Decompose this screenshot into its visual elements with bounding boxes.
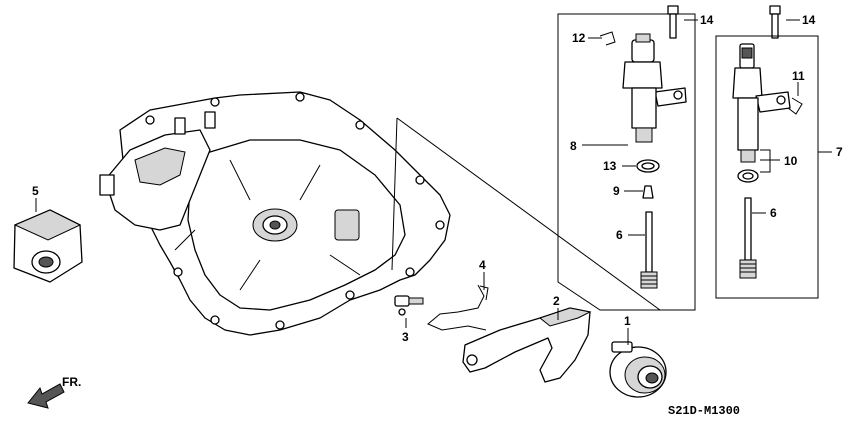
part-6-pinion-shaft-a [640,211,658,289]
part-6-pinion-shaft-b [739,197,757,279]
part-5-mount-bushing [13,209,83,283]
callout-4: 4 [479,258,486,272]
callout-6-a: 6 [616,228,623,242]
part-7-sensor-assy [732,43,791,163]
transmission-perspective-line-b [391,117,398,271]
callout-3: 3 [402,330,409,344]
part-3-bolt [394,295,424,316]
part-2-release-fork [462,307,592,383]
callout-7: 7 [836,145,843,159]
callout-14-b: 14 [802,13,816,27]
direction-label: FR. [62,375,81,389]
part-8-speed-sensor-assy [622,33,687,143]
front-direction-arrow: FR. [27,375,81,409]
callouts: 5 3 4 2 1 8 12 14 13 9 6 14 11 10 7 6 [32,13,843,344]
diagram-code: S21D-M1300 [668,404,740,418]
part-9-pin [642,185,654,199]
callout-12: 12 [572,31,586,45]
transmission-housing [99,91,451,336]
group-7-boundary [715,35,819,299]
group-8-boundary [557,13,696,311]
transmission-perspective-line-a [396,117,661,311]
part-10-o-ring [737,169,759,183]
part-4-spring-clip [427,284,489,331]
callout-11: 11 [792,69,805,83]
callout-6-b: 6 [770,206,777,220]
callout-9: 9 [613,184,620,198]
part-13-o-ring [636,159,660,173]
part-11-clip [787,97,803,115]
callout-2: 2 [553,294,560,308]
part-12-clip [599,31,616,46]
callout-14-a: 14 [700,13,714,27]
part-1-release-bearing [609,341,667,398]
callout-13: 13 [603,159,617,173]
leader-lines [35,19,832,345]
part-14-bolt-a [667,5,679,39]
callout-1: 1 [624,314,631,328]
part-14-bolt-b [769,5,781,39]
callout-8: 8 [570,139,577,153]
callout-5: 5 [32,184,39,198]
callout-10: 10 [784,154,798,168]
